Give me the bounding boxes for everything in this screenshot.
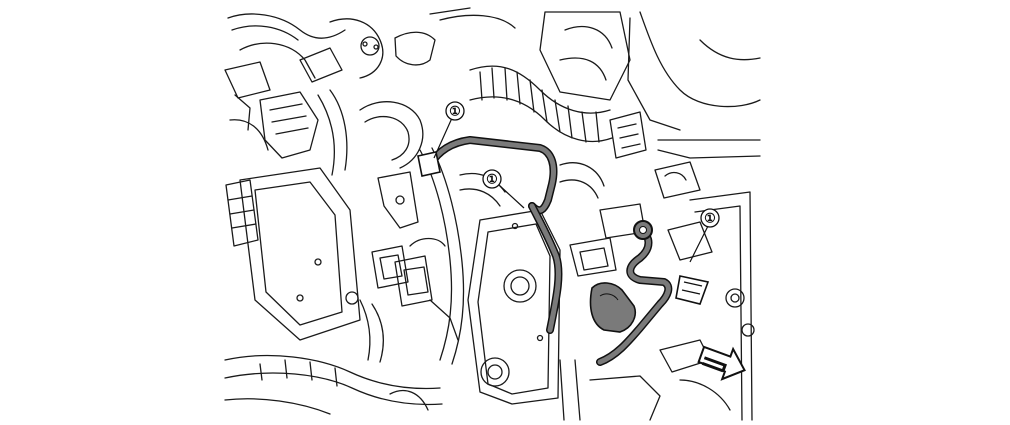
highlighted-harness xyxy=(426,136,673,366)
callout-1-right: ① xyxy=(700,208,720,228)
callout-label: ① xyxy=(449,104,461,119)
front-direction-arrow-icon xyxy=(697,345,746,381)
engine-lineart xyxy=(224,7,761,421)
gray-connector-boot xyxy=(589,282,636,333)
callout-1-top: ① xyxy=(445,101,465,121)
callout-leaders xyxy=(433,117,709,263)
callout-label: ① xyxy=(704,211,716,226)
harness-clip xyxy=(675,275,710,305)
callout-label: ① xyxy=(486,172,498,187)
callout-1-middle: ① xyxy=(482,169,502,189)
harness-clip-left xyxy=(417,151,441,177)
